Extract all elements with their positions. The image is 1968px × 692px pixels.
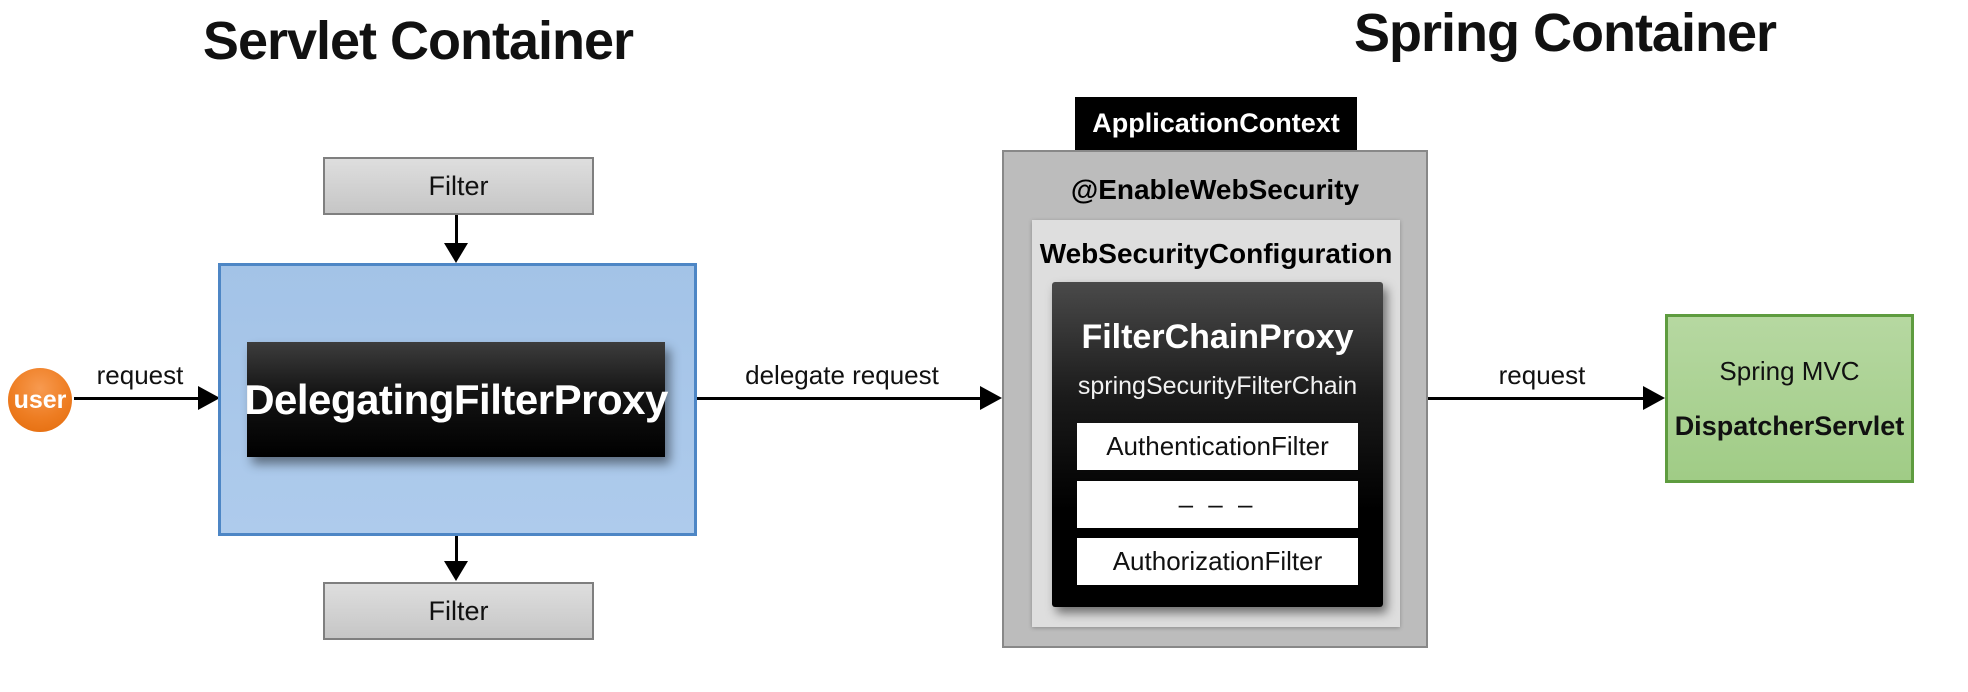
application-context-header: ApplicationContext xyxy=(1075,97,1357,150)
filter-ellipsis-label: – – – xyxy=(1178,489,1257,519)
authentication-filter-label: AuthenticationFilter xyxy=(1106,431,1329,461)
spring-security-filter-chain-label: springSecurityFilterChain xyxy=(1077,372,1358,400)
delegating-filter-proxy-label: DelegatingFilterProxy xyxy=(244,375,668,423)
request-arrow-left-head xyxy=(198,386,220,410)
filter-box-bottom: Filter xyxy=(323,582,594,640)
filter-top-arrow-head xyxy=(444,243,468,263)
spring-container-title: Spring Container xyxy=(1353,3,1777,63)
authorization-filter-box: AuthorizationFilter xyxy=(1077,538,1358,585)
user-label: user xyxy=(13,385,67,414)
servlet-container-title: Servlet Container xyxy=(202,11,634,71)
delegate-request-label: delegate request xyxy=(745,360,939,390)
request-arrow-right-head xyxy=(1643,386,1665,410)
delegating-filter-proxy-box: DelegatingFilterProxy xyxy=(244,342,668,457)
filter-bottom-arrow-line xyxy=(455,536,458,562)
request-arrow-right-line xyxy=(1428,397,1644,400)
filter-box-top: Filter xyxy=(323,157,594,215)
spring-mvc-box: Spring MVC DispatcherServlet xyxy=(1665,314,1914,483)
authorization-filter-label: AuthorizationFilter xyxy=(1112,546,1323,576)
request-arrow-left-line xyxy=(74,397,200,400)
dispatcher-servlet-label: DispatcherServlet xyxy=(1674,410,1905,441)
delegate-request-arrow-line xyxy=(697,397,980,400)
filter-ellipsis-box: – – – xyxy=(1077,481,1358,528)
request-label-left: request xyxy=(96,360,184,390)
enable-web-security-label: @EnableWebSecurity xyxy=(1070,174,1360,205)
spring-mvc-label: Spring MVC xyxy=(1719,355,1860,386)
user-icon: user xyxy=(8,368,72,432)
filter-chain-proxy-title: FilterChainProxy xyxy=(1081,318,1354,356)
filter-bottom-arrow-head xyxy=(444,561,468,581)
filter-top-arrow-line xyxy=(455,215,458,244)
delegate-request-arrow-head xyxy=(980,386,1002,410)
authentication-filter-box: AuthenticationFilter xyxy=(1077,423,1358,470)
filter-bottom-label: Filter xyxy=(428,595,489,626)
web-security-configuration-label: WebSecurityConfiguration xyxy=(1039,238,1393,269)
request-label-right: request xyxy=(1498,360,1586,390)
application-context-label: ApplicationContext xyxy=(1092,108,1340,138)
filter-top-label: Filter xyxy=(428,170,489,201)
